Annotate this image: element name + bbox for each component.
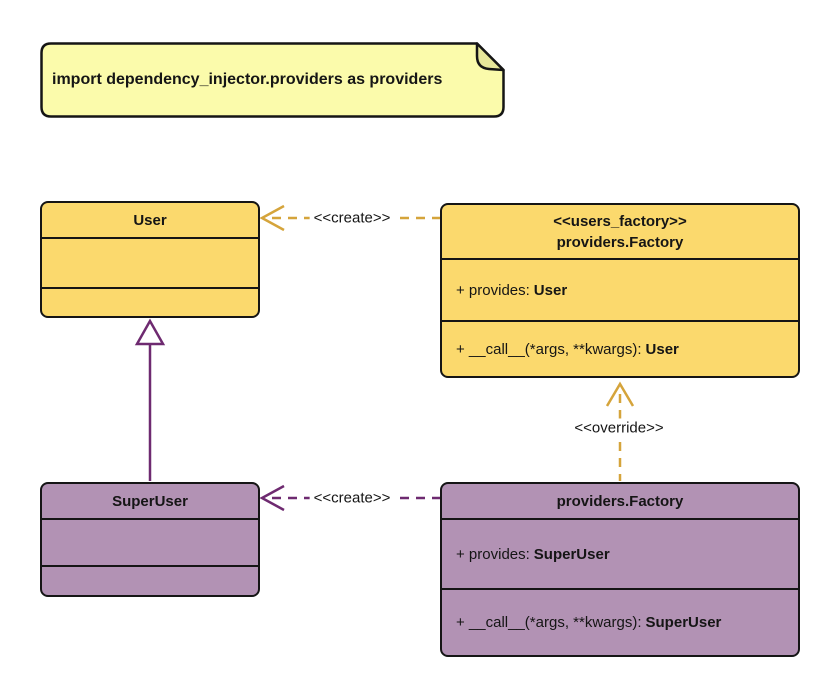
class-user-methods	[42, 287, 258, 316]
create-users-label: <<create>>	[309, 208, 395, 228]
call-type: SuperUser	[645, 614, 722, 631]
class-super-factory-call: + __call__(*args, **kwargs):SuperUser	[442, 588, 798, 655]
call-type: User	[645, 340, 679, 358]
provides-label: + provides:	[456, 281, 530, 299]
import-note: import dependency_injector.providers as …	[40, 42, 505, 118]
class-super-user: SuperUser	[40, 482, 260, 597]
note-fold-icon	[475, 42, 505, 72]
class-user: User	[40, 201, 260, 318]
note-body	[40, 42, 505, 118]
class-super-user-methods	[42, 565, 258, 595]
class-super-factory: providers.Factory + provides:SuperUser +…	[440, 482, 800, 657]
provides-type: User	[533, 281, 568, 299]
class-users-factory-call: + __call__(*args, **kwargs):User	[442, 320, 798, 376]
provides-type: SuperUser	[533, 545, 610, 563]
class-super-user-attributes	[42, 518, 258, 565]
class-users-factory-stereotype: <<users_factory>>	[553, 212, 687, 230]
class-user-title: User	[133, 211, 167, 229]
call-label: + __call__(*args, **kwargs):	[456, 614, 642, 631]
provides-label: + provides:	[456, 545, 530, 563]
class-super-factory-title: providers.Factory	[556, 492, 684, 510]
class-super-factory-provides: + provides:SuperUser	[442, 518, 798, 588]
create-super-label: <<create>>	[309, 488, 395, 508]
create-users-arrowhead-icon	[259, 204, 285, 232]
note-shape	[40, 42, 505, 118]
inheritance-triangle-icon	[134, 318, 166, 346]
class-users-factory-title: <<users_factory>> providers.Factory	[442, 205, 798, 258]
class-users-factory-provides: + provides:User	[442, 258, 798, 320]
class-users-factory: <<users_factory>> providers.Factory + pr…	[440, 203, 800, 378]
class-user-attributes	[42, 237, 258, 287]
note-text: import dependency_injector.providers as …	[52, 71, 443, 88]
override-arrowhead-icon	[605, 381, 635, 407]
class-users-factory-name: providers.Factory	[556, 233, 684, 251]
override-label: <<override>>	[570, 418, 668, 438]
class-super-user-title: SuperUser	[112, 492, 188, 510]
call-label: + __call__(*args, **kwargs):	[456, 340, 642, 358]
create-super-arrowhead-icon	[259, 484, 285, 512]
